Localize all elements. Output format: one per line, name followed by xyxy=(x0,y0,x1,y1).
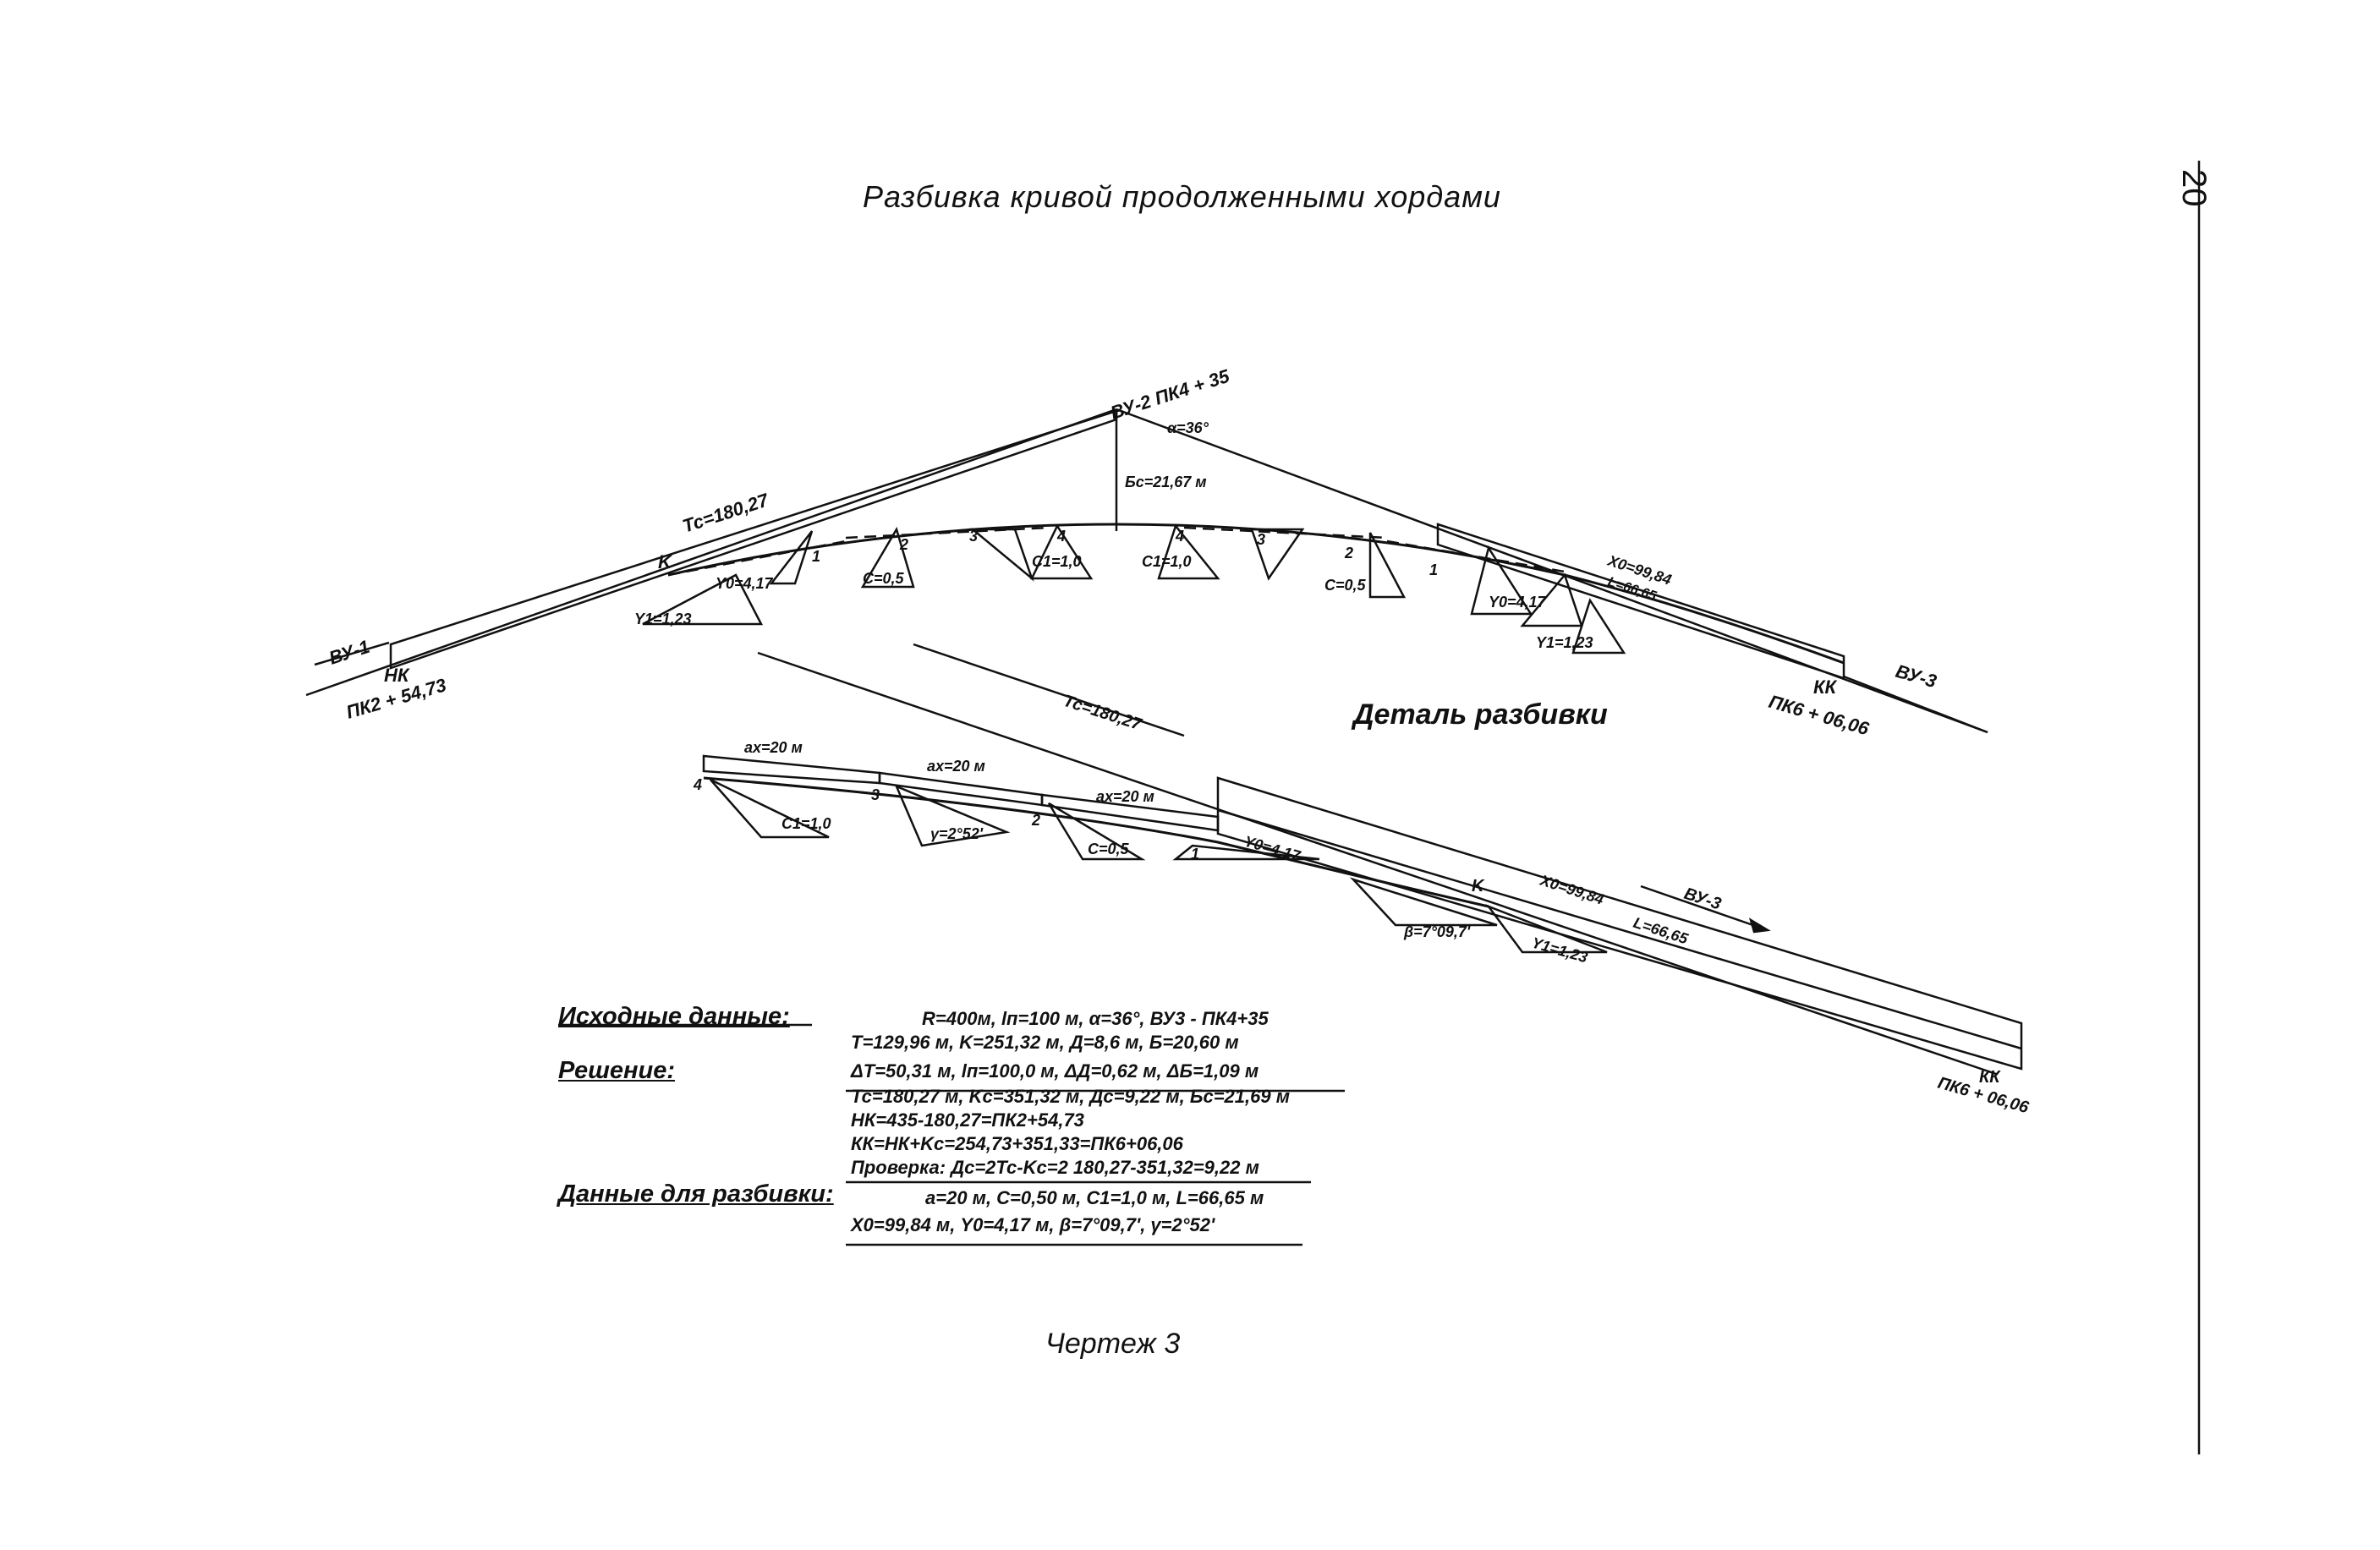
detail-c1-label: C1=1,0 xyxy=(781,815,831,832)
offset-tri-11 xyxy=(1520,572,1583,627)
detail-ax2-label: ax=20 м xyxy=(927,758,985,775)
y0-label: Y0=4,17 xyxy=(716,575,774,592)
k-label: K xyxy=(658,551,673,572)
detail-c-label: C=0,5 xyxy=(1088,841,1130,857)
point-3-right: 3 xyxy=(1257,531,1265,548)
detail-tri-3 xyxy=(1047,802,1146,861)
vu3-label: ВУ-3 xyxy=(1894,660,1939,693)
detail-tri-2 xyxy=(894,784,1011,847)
y1-label: Y1=1,23 xyxy=(634,611,692,627)
detail-tangent xyxy=(757,651,1997,1076)
offset-tri-4 xyxy=(1030,523,1094,580)
detail-band-mid xyxy=(1217,808,2022,1050)
kk-station-label: ПК6 + 06,06 xyxy=(1767,691,1873,740)
layout-header: Данные для разбивки: xyxy=(558,1180,834,1208)
detail-title: Деталь разбивки xyxy=(1351,698,1608,731)
kk-label: КК xyxy=(1813,676,1838,698)
drawing-caption: Чертеж 3 xyxy=(1045,1328,1181,1360)
point-1-left: 1 xyxy=(812,548,820,565)
detail-seg-3 xyxy=(1040,793,1220,832)
detail-tri-6 xyxy=(1485,904,1608,954)
tangent-right xyxy=(1116,408,1988,734)
band-right xyxy=(1436,523,1845,680)
solution-line-1: ΔT=50,31 м, lп=100,0 м, ΔД=0,62 м, ΔБ=1,… xyxy=(851,1060,1259,1082)
c-half-left-label: C=0,5 xyxy=(863,570,905,587)
point-2-left: 2 xyxy=(899,536,908,553)
band-left xyxy=(389,409,1118,670)
detail-k-label: K xyxy=(1472,877,1485,895)
tc-label: Tc=180,27 xyxy=(680,489,772,537)
offset-tri-3 xyxy=(969,528,1034,582)
detail-ax1-label: ax=20 м xyxy=(744,739,803,756)
point-2-right: 2 xyxy=(1344,545,1353,561)
tangent-right-ext xyxy=(1843,675,1988,734)
solution-header: Решение: xyxy=(558,1057,676,1084)
source-line-2: T=129,96 м, K=251,32 м, Д=8,6 м, Б=20,60… xyxy=(851,1032,1239,1053)
bc-label: Бc=21,67 м xyxy=(1125,474,1207,490)
vu3-arrow xyxy=(1640,885,1769,932)
tangent-left-ext xyxy=(314,641,390,666)
detail-point-4: 4 xyxy=(693,776,702,793)
chord-dashes xyxy=(667,526,1566,577)
offset-tri-10 xyxy=(642,573,764,626)
offset-tri-5 xyxy=(1157,523,1220,580)
nk-label: НК xyxy=(384,665,410,686)
detail-x0-label: X0=99,84 xyxy=(1538,871,1606,907)
detail-line-2 xyxy=(913,643,1185,737)
offset-tri-6 xyxy=(1250,528,1305,581)
detail-kk-label: КК xyxy=(1979,1068,2001,1087)
detail-band xyxy=(1216,776,2023,1071)
solution-line-3: НК=435-180,27=ПК2+54,73 xyxy=(851,1109,1084,1131)
detail-tri-5 xyxy=(1349,877,1498,927)
detail-arc xyxy=(703,776,1489,908)
c1-left-label: C1=1,0 xyxy=(1032,553,1082,570)
offset-tri-2 xyxy=(860,526,915,589)
offset-tri-8 xyxy=(1470,545,1533,616)
point-1-right: 1 xyxy=(1429,561,1438,578)
detail-tri-4 xyxy=(1172,844,1320,861)
source-header: Исходные данные: xyxy=(558,1003,790,1030)
vu2-label: ВУ-2 ПК4 + 35 xyxy=(1108,365,1232,424)
solution-line-5: Проверка: Дc=2Tc-Kc=2 180,27-351,32=9,22… xyxy=(851,1157,1259,1178)
y1-right-label: Y1=1,23 xyxy=(1536,634,1593,651)
detail-tc-label: Tc=180,27 xyxy=(1061,692,1143,735)
point-3-left: 3 xyxy=(969,528,978,545)
source-line-1: R=400м, lп=100 м, α=36°, ВУ3 - ПК4+35 xyxy=(922,1008,1269,1029)
detail-point-3: 3 xyxy=(871,786,880,803)
y0-right-label: Y0=4,17 xyxy=(1489,594,1547,611)
detail-point-2: 2 xyxy=(1031,812,1040,829)
point-4-right: 4 xyxy=(1175,528,1184,545)
vu1-label: ВУ-1 xyxy=(326,636,372,669)
curve-arc xyxy=(667,523,1845,665)
layout-line-1: a=20 м, C=0,50 м, C1=1,0 м, L=66,65 м xyxy=(925,1187,1264,1208)
layout-line-2: X0=99,84 м, Y0=4,17 м, β=7°09,7', γ=2°52… xyxy=(851,1214,1215,1235)
detail-tri-1 xyxy=(710,778,830,839)
solution-line-4: КК=НК+Kc=254,73+351,33=ПК6+06,06 xyxy=(851,1133,1183,1154)
detail-beta-label: β=7°09,7' xyxy=(1403,923,1471,940)
offset-tri-7 xyxy=(1368,532,1407,599)
detail-gamma-label: γ=2°52' xyxy=(930,825,984,842)
solution-line-2: Tc=180,27 м, Kc=351,32 м, Дc=9,22 м, Бc=… xyxy=(851,1086,1290,1107)
c-half-right-label: C=0,5 xyxy=(1324,577,1367,594)
vu3-arrow-head xyxy=(1748,917,1771,934)
offset-tri-1 xyxy=(769,530,814,585)
detail-ax3-label: ax=20 м xyxy=(1096,788,1154,805)
alpha-label: α=36° xyxy=(1167,419,1209,436)
point-4-left: 4 xyxy=(1056,528,1066,545)
drawing-title: Разбивка кривой продолженными хордами xyxy=(863,179,1501,214)
detail-vu3-label: ВУ-3 xyxy=(1681,885,1723,914)
c1-right-label: C1=1,0 xyxy=(1142,553,1192,570)
tangent-left xyxy=(305,408,1117,697)
detail-point-1: 1 xyxy=(1191,846,1199,863)
